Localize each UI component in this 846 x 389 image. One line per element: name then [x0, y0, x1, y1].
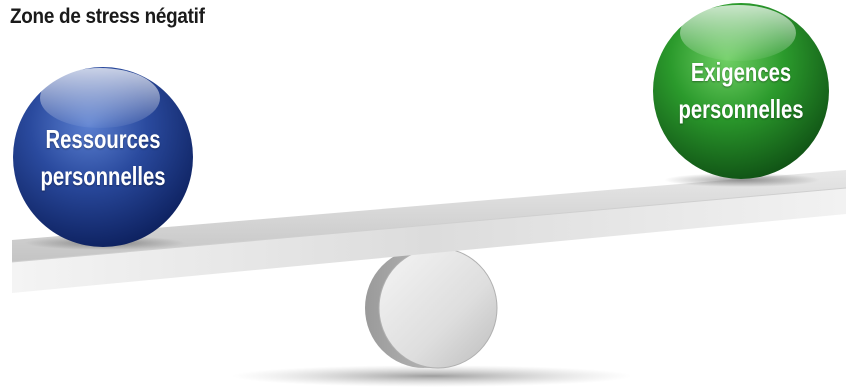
right-ball-label-line1: Exigences	[651, 54, 830, 91]
left-ball-label-line1: Ressources	[13, 121, 192, 158]
right-ball-label: Exigences personnelles	[651, 54, 830, 128]
right-ball-label-line2: personnelles	[651, 91, 830, 128]
left-ball-label: Ressources personnelles	[13, 121, 192, 195]
left-ball-label-line2: personnelles	[13, 158, 192, 195]
ground-shadow	[232, 365, 632, 387]
fulcrum-cylinder	[365, 248, 497, 368]
